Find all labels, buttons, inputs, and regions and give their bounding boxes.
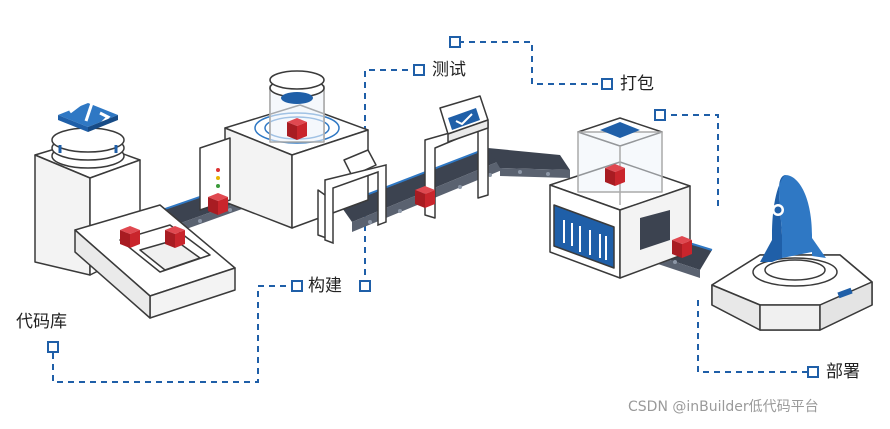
connector-test	[458, 41, 602, 85]
connector-package	[660, 114, 719, 210]
product-boxes	[120, 118, 692, 258]
watermark: CSDN @inBuilder低代码平台	[628, 399, 819, 415]
connector-repo	[52, 285, 292, 383]
connector-squares	[47, 36, 819, 378]
product-box	[287, 118, 307, 140]
build-exit-gate	[324, 164, 387, 245]
deploy-platform	[711, 254, 873, 331]
repo-machine	[34, 127, 236, 319]
package-machine	[549, 117, 691, 279]
code-icon	[58, 101, 118, 132]
product-box	[165, 226, 185, 248]
connector-build	[364, 69, 414, 286]
product-box	[605, 164, 625, 186]
connector-deploy	[697, 300, 808, 373]
product-box	[120, 226, 140, 248]
product-box	[672, 236, 692, 258]
stage-label-test: 测试	[432, 60, 466, 80]
stage-label-deploy: 部署	[826, 362, 860, 382]
checkmark-icon	[448, 108, 480, 130]
stage-label-package: 打包	[620, 74, 654, 94]
stage-label-repo: 代码库	[16, 312, 67, 332]
product-box	[208, 193, 228, 215]
stage-label-build: 构建	[308, 276, 342, 296]
product-box	[415, 186, 435, 208]
rocket-icon	[760, 175, 826, 262]
